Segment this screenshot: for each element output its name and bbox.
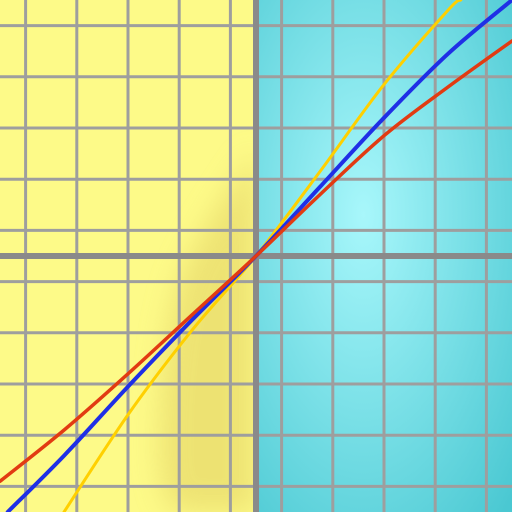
- left-shadow: [160, 150, 256, 512]
- curve-series-1: [62, 0, 463, 512]
- curve-series-3: [0, 39, 512, 484]
